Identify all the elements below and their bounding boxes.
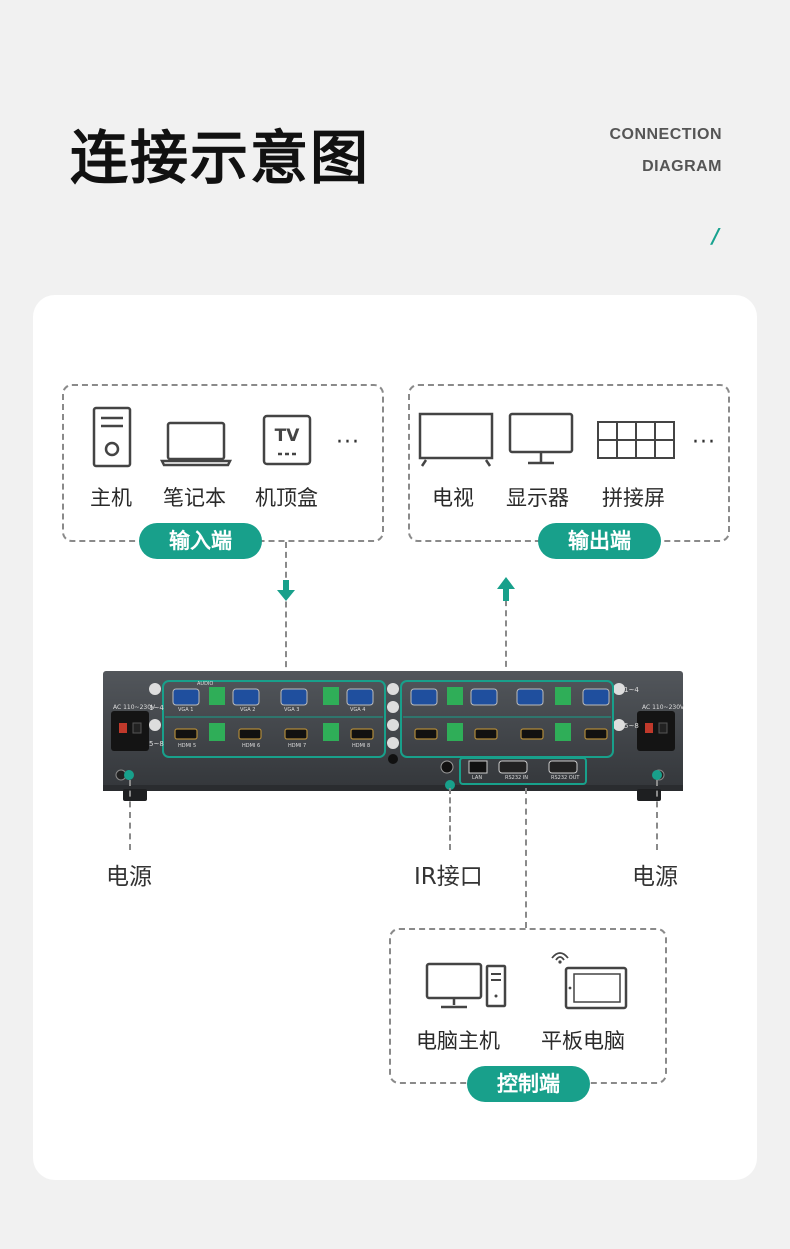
output-device-label-1: 电视 <box>432 486 474 510</box>
down-arrow-icon <box>277 580 295 601</box>
power-left-line <box>129 780 131 850</box>
power-right-label: 电源 <box>632 864 678 890</box>
vga-label-4: VGA 4 <box>350 707 366 713</box>
input-more-dots: ··· <box>336 430 360 455</box>
set-top-box-text: TV <box>274 426 300 446</box>
ir-line <box>449 788 451 850</box>
video-wall-icon <box>597 421 675 459</box>
row2-label: 5~8 <box>149 740 164 748</box>
set-top-box-icon <box>262 414 312 466</box>
hdmi-label-5: HDMI 5 <box>178 743 197 749</box>
control-tag: 控制端 <box>467 1066 590 1102</box>
input-tag: 输入端 <box>139 523 262 559</box>
hdmi-label-6: HDMI 6 <box>242 743 261 749</box>
up-arrow-icon <box>497 577 515 601</box>
rs232-out-label: RS232 OUT <box>551 775 580 781</box>
subtitle-line2: DIAGRAM <box>642 158 722 175</box>
vga-label-2: VGA 2 <box>240 707 256 713</box>
matrix-device-graphic <box>103 671 683 801</box>
row1-label-right: 1~4 <box>624 686 639 694</box>
row2-label-right: 5~8 <box>624 722 639 730</box>
row1-label: 1~4 <box>149 704 164 712</box>
laptop-icon <box>160 421 232 467</box>
control-connector-line <box>525 788 527 928</box>
power-left-label: 电源 <box>106 864 152 890</box>
tablet-icon <box>551 952 628 1010</box>
accent-slash: / <box>712 224 720 248</box>
control-device-label-1: 电脑主机 <box>416 1029 500 1053</box>
monitor-icon <box>508 412 574 465</box>
input-connector-line <box>285 542 287 677</box>
input-device-label-1: 主机 <box>90 486 132 510</box>
output-device-label-3: 拼接屏 <box>602 486 665 510</box>
hdmi-label-7: HDMI 7 <box>288 743 307 749</box>
output-device-label-2: 显示器 <box>506 486 569 510</box>
output-connector-line <box>505 590 507 677</box>
input-device-label-2: 笔记本 <box>163 486 226 510</box>
audio-label: AUDIO <box>197 681 214 687</box>
output-more-dots: ··· <box>692 430 716 455</box>
desktop-computer-icon <box>425 962 507 1009</box>
input-device-label-3: 机顶盒 <box>255 486 318 510</box>
matrix-device <box>103 671 683 801</box>
lan-label: LAN <box>472 775 483 781</box>
ac-right-label: AC 110~230V <box>642 704 685 711</box>
vga-label-3: VGA 3 <box>284 707 300 713</box>
rs232-in-label: RS232 IN <box>505 775 528 781</box>
ir-label: IR接口 <box>414 864 483 890</box>
tv-icon <box>418 412 494 467</box>
control-device-label-2: 平板电脑 <box>541 1029 625 1053</box>
power-right-line <box>656 780 658 850</box>
pc-tower-icon <box>92 406 132 468</box>
vga-label-1: VGA 1 <box>178 707 194 713</box>
subtitle-line1: CONNECTION <box>609 126 722 143</box>
page-title: 连接示意图 <box>70 124 371 192</box>
hdmi-label-8: HDMI 8 <box>352 743 371 749</box>
output-tag: 输出端 <box>538 523 661 559</box>
ac-left-label: AC 110~230V <box>113 704 156 711</box>
